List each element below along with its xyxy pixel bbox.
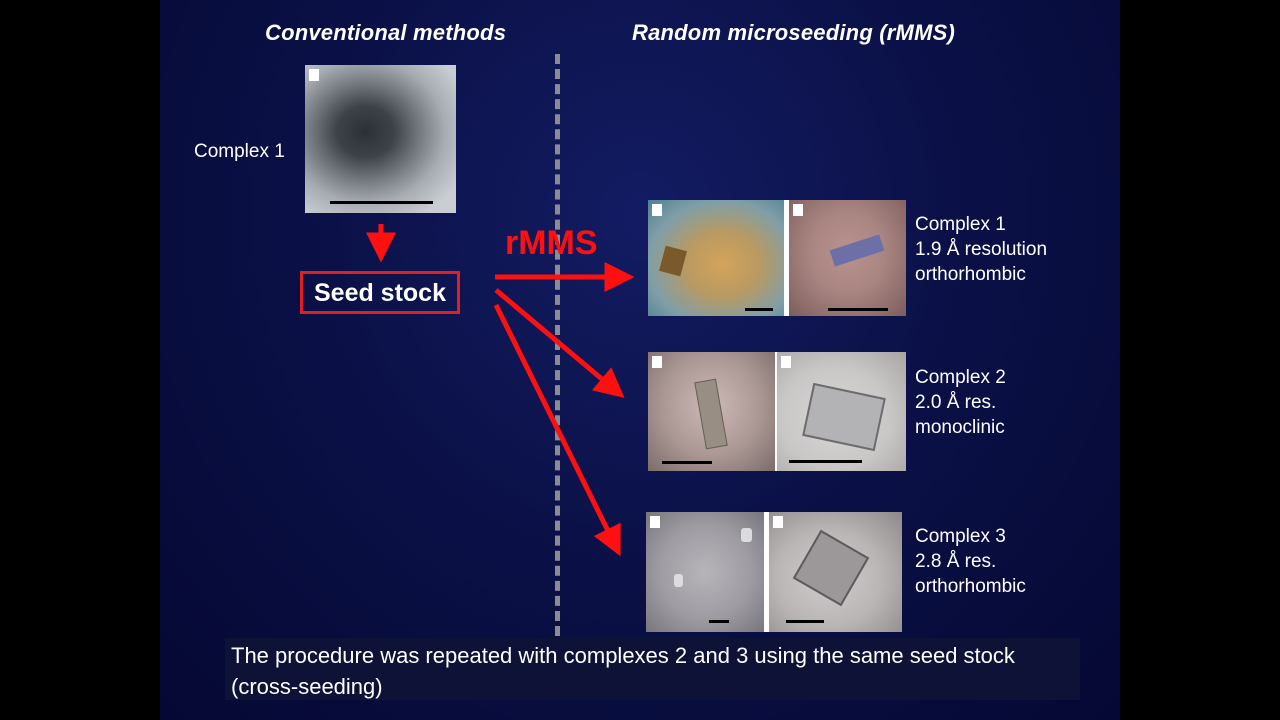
scale-bar — [709, 620, 729, 623]
crystal-shape — [802, 382, 886, 452]
complex-2-crystal-system: monoclinic — [915, 417, 1005, 438]
photo-separator — [764, 512, 769, 632]
crystal-photo-conventional — [305, 65, 456, 213]
complex-1-resolution: 1.9 Å resolution — [915, 239, 1048, 260]
seed-stock-box: Seed stock — [300, 271, 460, 314]
crystal-photo-complex-1b — [789, 200, 906, 316]
caption-text: The procedure was repeated with complexe… — [231, 643, 1015, 699]
complex-3-crystal-system: orthorhombic — [915, 576, 1026, 597]
arrow-to-complex-2 — [494, 288, 625, 399]
panel-tag — [309, 69, 319, 81]
complex-3-resolution: 2.8 Å res. — [915, 551, 997, 572]
scale-bar — [789, 460, 862, 463]
scale-bar — [662, 461, 712, 464]
photo-separator — [784, 200, 789, 316]
arrow-to-complex-3 — [493, 303, 621, 557]
panel-tag — [652, 204, 662, 216]
slide: Conventional methods Random microseeding… — [160, 0, 1120, 720]
dashed-divider — [555, 54, 560, 636]
rmms-label: rMMS — [505, 224, 598, 262]
crystal-photo-complex-1a — [648, 200, 784, 316]
complex-2-name: Complex 2 — [915, 367, 1006, 388]
complex-1-info: Complex 1 1.9 Å resolution orthorhombic — [915, 212, 1047, 287]
complex-1-name: Complex 1 — [915, 214, 1006, 235]
scale-bar — [786, 620, 824, 623]
panel-tag — [793, 204, 803, 216]
crystal-shape — [674, 574, 683, 587]
panel-tag — [781, 356, 791, 368]
crystal-photo-complex-2b — [777, 352, 906, 471]
scale-bar — [828, 308, 888, 311]
crystal-photo-complex-3b — [769, 512, 902, 632]
panel-tag — [652, 356, 662, 368]
crystal-shape — [659, 245, 687, 277]
complex-1-crystal-system: orthorhombic — [915, 264, 1026, 285]
crystal-shape — [741, 528, 752, 542]
complex-2-resolution: 2.0 Å res. — [915, 392, 997, 413]
crystal-photo-complex-3a — [646, 512, 764, 632]
scale-bar — [745, 308, 773, 311]
crystal-photo-complex-2a — [648, 352, 775, 471]
arrows-layer — [366, 224, 635, 557]
crystal-shape — [792, 529, 870, 607]
photo-separator — [775, 352, 778, 471]
crystal-shape — [829, 234, 885, 267]
panel-tag — [773, 516, 783, 528]
crystal-shape — [694, 378, 728, 450]
complex-2-info: Complex 2 2.0 Å res. monoclinic — [915, 365, 1006, 440]
heading-conventional-methods: Conventional methods — [265, 20, 507, 45]
complex-3-name: Complex 3 — [915, 526, 1006, 547]
complex-3-info: Complex 3 2.8 Å res. orthorhombic — [915, 524, 1026, 599]
scale-bar — [330, 201, 433, 204]
panel-tag — [650, 516, 660, 528]
caption-box: The procedure was repeated with complexe… — [225, 638, 1080, 700]
heading-random-microseeding: Random microseeding (rMMS) — [632, 20, 956, 45]
complex-1-label-left: Complex 1 — [194, 141, 285, 162]
